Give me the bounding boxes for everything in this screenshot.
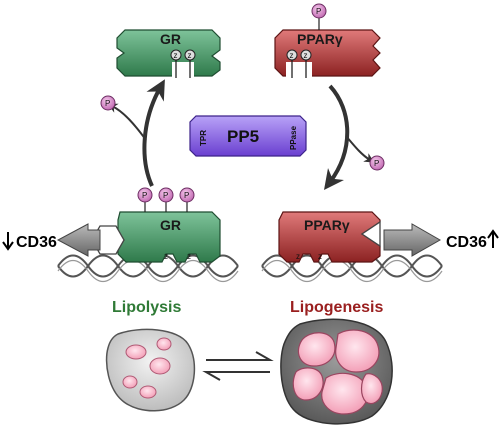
cd36-right-label: CD36 [446,234,487,251]
phosphate-label: P [374,159,379,168]
ppar-protein-bottom: PPARγ z z [278,211,381,263]
gr-top-label: GR [160,31,181,47]
tpr-label: TPR [199,130,208,146]
dna-left [57,254,239,283]
lipogenesis-label: Lipogenesis [290,299,383,316]
zinc-finger-label: z [187,252,191,261]
adipocyte-large [280,318,393,425]
cd36-left-arrow [56,223,101,257]
zinc-finger-label: z [164,252,168,261]
pp5-label: PP5 [227,127,259,146]
phosphate-label: P [142,191,147,200]
ppar-top-label: PPARγ [297,31,343,47]
pp5-enzyme: PP5 TPR PPase [189,115,307,157]
down-arrow-icon [2,232,14,251]
gr-protein-bottom: GR z z P P P [117,187,221,263]
dna-right [261,254,443,283]
zinc-finger-label: z [174,51,178,60]
phosphate-label: P [184,191,189,200]
phosphate-label: P [163,191,168,200]
cd36-right-arrow [383,223,442,257]
ppar-protein-top: z z PPARγ P [274,3,381,78]
zinc-finger-label: z [188,51,192,60]
zinc-finger-label: z [318,252,322,261]
adipocyte-small [105,328,196,412]
up-arrow-icon [487,229,499,248]
gr-protein-top: z z GR [116,29,221,78]
ligand-triangle [360,220,381,248]
cd36-left-label: CD36 [16,234,57,251]
gr-bottom-label: GR [160,217,181,233]
released-phosphate-left: P [100,95,116,111]
equilibrium-arrows [202,351,274,381]
zinc-finger-label: z [304,51,308,60]
lipolysis-label: Lipolysis [112,299,181,316]
released-phosphate-right: P [369,155,385,171]
zinc-finger-label: z [290,51,294,60]
ppar-bottom-label: PPARγ [304,217,350,233]
phosphate-label: P [316,7,321,16]
cycle-arrows [107,79,375,191]
ppase-label: PPase [289,125,298,150]
phosphate-label: P [105,99,110,108]
zinc-finger-label: z [296,252,300,261]
